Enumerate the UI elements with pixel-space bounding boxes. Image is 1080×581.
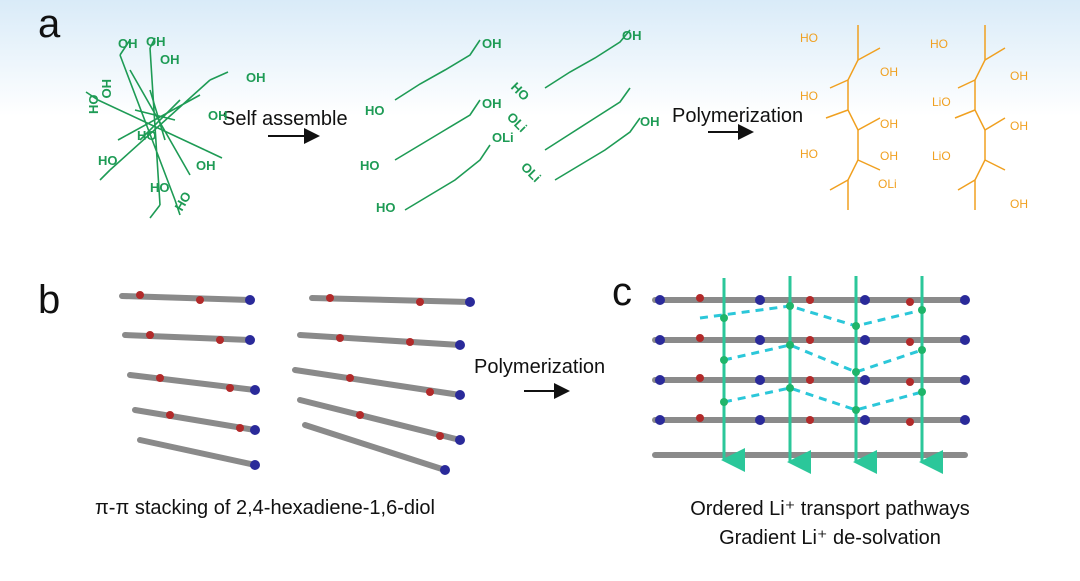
svg-text:OH: OH	[880, 149, 898, 163]
svg-text:OH: OH	[118, 36, 138, 51]
svg-text:HO: HO	[99, 79, 114, 99]
svg-text:HO: HO	[150, 180, 170, 195]
assembled-chains	[394, 29, 641, 211]
svg-text:HO: HO	[800, 31, 818, 45]
svg-text:OH: OH	[196, 158, 216, 173]
caption-c-line2: Gradient Li⁺ de-solvation	[719, 527, 941, 549]
svg-text:HO: HO	[86, 95, 101, 115]
svg-text:OH: OH	[640, 114, 660, 129]
svg-text:OH: OH	[622, 28, 642, 43]
svg-text:OH: OH	[1010, 119, 1028, 133]
svg-text:OLi: OLi	[518, 159, 544, 185]
svg-text:HO: HO	[98, 153, 118, 168]
svg-text:OH: OH	[160, 52, 180, 67]
pi-stacking-model	[119, 291, 475, 475]
assembled-chain-labels: OH HO OH HO OLi HO OH HO OLi OH OLi	[360, 28, 660, 215]
transport-pathway-model	[652, 276, 970, 474]
svg-text:HO: HO	[360, 158, 380, 173]
svg-text:OLi: OLi	[492, 130, 514, 145]
svg-text:LiO: LiO	[932, 149, 951, 163]
svg-text:HO: HO	[930, 37, 948, 51]
svg-text:HO: HO	[137, 128, 157, 143]
panel-label-a: a	[38, 2, 61, 46]
panel-label-b: b	[38, 278, 61, 322]
self-assemble-label: Self assemble	[222, 108, 348, 130]
svg-text:OH: OH	[146, 34, 166, 49]
svg-text:OH: OH	[482, 96, 502, 111]
svg-text:HO: HO	[365, 103, 385, 118]
svg-text:OH: OH	[482, 36, 502, 51]
polymerization-label-bc: Polymerization	[474, 356, 606, 378]
svg-text:OH: OH	[246, 70, 266, 85]
svg-text:OH: OH	[880, 65, 898, 79]
svg-text:HO: HO	[376, 200, 396, 215]
panel-label-c: c	[612, 270, 632, 314]
svg-text:OH: OH	[1010, 197, 1028, 211]
svg-text:OLi: OLi	[878, 177, 897, 191]
svg-text:HO: HO	[171, 189, 194, 213]
svg-text:HO: HO	[800, 89, 818, 103]
caption-b: π-π stacking of 2,4-hexadiene-1,6-diol	[95, 497, 435, 519]
polymer-chains	[825, 25, 1006, 210]
polymerization-label-a: Polymerization	[672, 105, 804, 127]
svg-text:LiO: LiO	[932, 95, 951, 109]
svg-text:OH: OH	[880, 117, 898, 131]
polymer-labels: HO OH HO OH HO OH OLi HO OH LiO OH LiO O…	[800, 31, 1028, 211]
caption-c-line1: Ordered Li⁺ transport pathways	[690, 498, 970, 520]
svg-text:OH: OH	[1010, 69, 1028, 83]
monomer-network	[85, 37, 229, 219]
monomer-network-labels: OH OH OH OH HO HO OH HO HO OH HO HO	[86, 34, 266, 213]
svg-text:OH: OH	[208, 108, 228, 123]
svg-text:HO: HO	[508, 79, 532, 103]
svg-text:HO: HO	[800, 147, 818, 161]
